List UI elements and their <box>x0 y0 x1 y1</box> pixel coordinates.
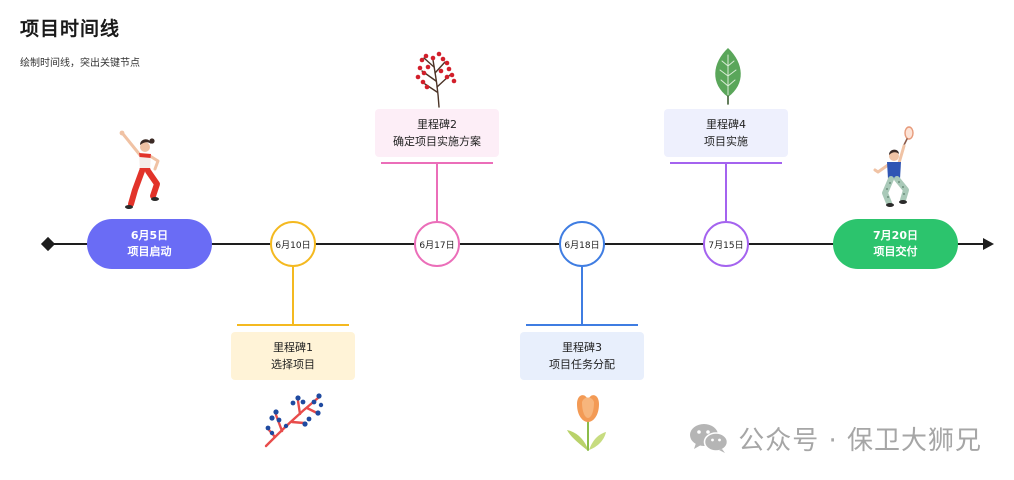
end-node: 7月20日 项目交付 <box>833 219 958 269</box>
milestone-3-bar <box>526 324 638 326</box>
end-node-date: 7月20日 <box>873 229 918 242</box>
milestone-1-card: 里程碑1 选择项目 <box>231 332 355 380</box>
milestone-4-date: 7月15日 <box>708 240 744 251</box>
timeline-end-arrow <box>983 238 994 250</box>
page-subtitle: 绘制时间线，突出关键节点 <box>20 58 140 69</box>
wechat-icon <box>690 424 729 453</box>
start-node-date: 6月5日 <box>130 229 169 242</box>
end-node-label: 项目交付 <box>873 245 918 258</box>
milestone-3-card: 里程碑3 项目任务分配 <box>520 332 644 380</box>
milestone-4-desc: 项目实施 <box>704 135 748 148</box>
milestone-1-name: 里程碑1 <box>273 341 313 354</box>
milestone-2-date-node: 6月17日 <box>414 221 460 267</box>
blue-berry-branch-illustration <box>264 393 324 448</box>
milestone-1-date: 6月10日 <box>275 240 311 251</box>
badminton-player-illustration <box>873 126 914 207</box>
milestone-2-name: 里程碑2 <box>417 118 457 131</box>
page-title: 项目时间线 <box>20 18 121 40</box>
orange-tulip-illustration <box>567 395 606 451</box>
milestone-1-bar <box>237 324 349 326</box>
milestone-1-connector <box>292 267 294 324</box>
start-node: 6月5日 项目启动 <box>87 219 212 269</box>
milestone-3-name: 里程碑3 <box>562 341 602 354</box>
milestone-2-date: 6月17日 <box>419 240 455 251</box>
milestone-1-desc: 选择项目 <box>271 358 315 371</box>
watermark-text: 公众号 · 保卫大狮兄 <box>738 425 982 456</box>
start-node-label: 项目启动 <box>127 245 172 258</box>
milestone-4-card: 里程碑4 项目实施 <box>664 109 788 157</box>
milestone-2-desc: 确定项目实施方案 <box>393 135 481 148</box>
green-leaf-illustration <box>715 48 741 105</box>
dancer-illustration <box>119 130 160 209</box>
milestone-2-connector <box>436 163 438 221</box>
timeline-start-diamond <box>40 236 56 252</box>
watermark: 公众号 · 保卫大狮兄 <box>688 420 982 456</box>
milestone-2-card: 里程碑2 确定项目实施方案 <box>375 109 499 157</box>
milestone-1-date-node: 6月10日 <box>270 221 316 267</box>
milestone-4-connector <box>725 163 727 221</box>
red-berry-branch-illustration <box>415 51 457 108</box>
milestone-3-connector <box>581 267 583 324</box>
milestone-3-desc: 项目任务分配 <box>549 358 615 371</box>
milestone-4-name: 里程碑4 <box>706 118 746 131</box>
milestone-3-date: 6月18日 <box>564 240 600 251</box>
milestone-3-date-node: 6月18日 <box>559 221 605 267</box>
timeline-axis <box>48 243 985 245</box>
milestone-4-date-node: 7月15日 <box>703 221 749 267</box>
